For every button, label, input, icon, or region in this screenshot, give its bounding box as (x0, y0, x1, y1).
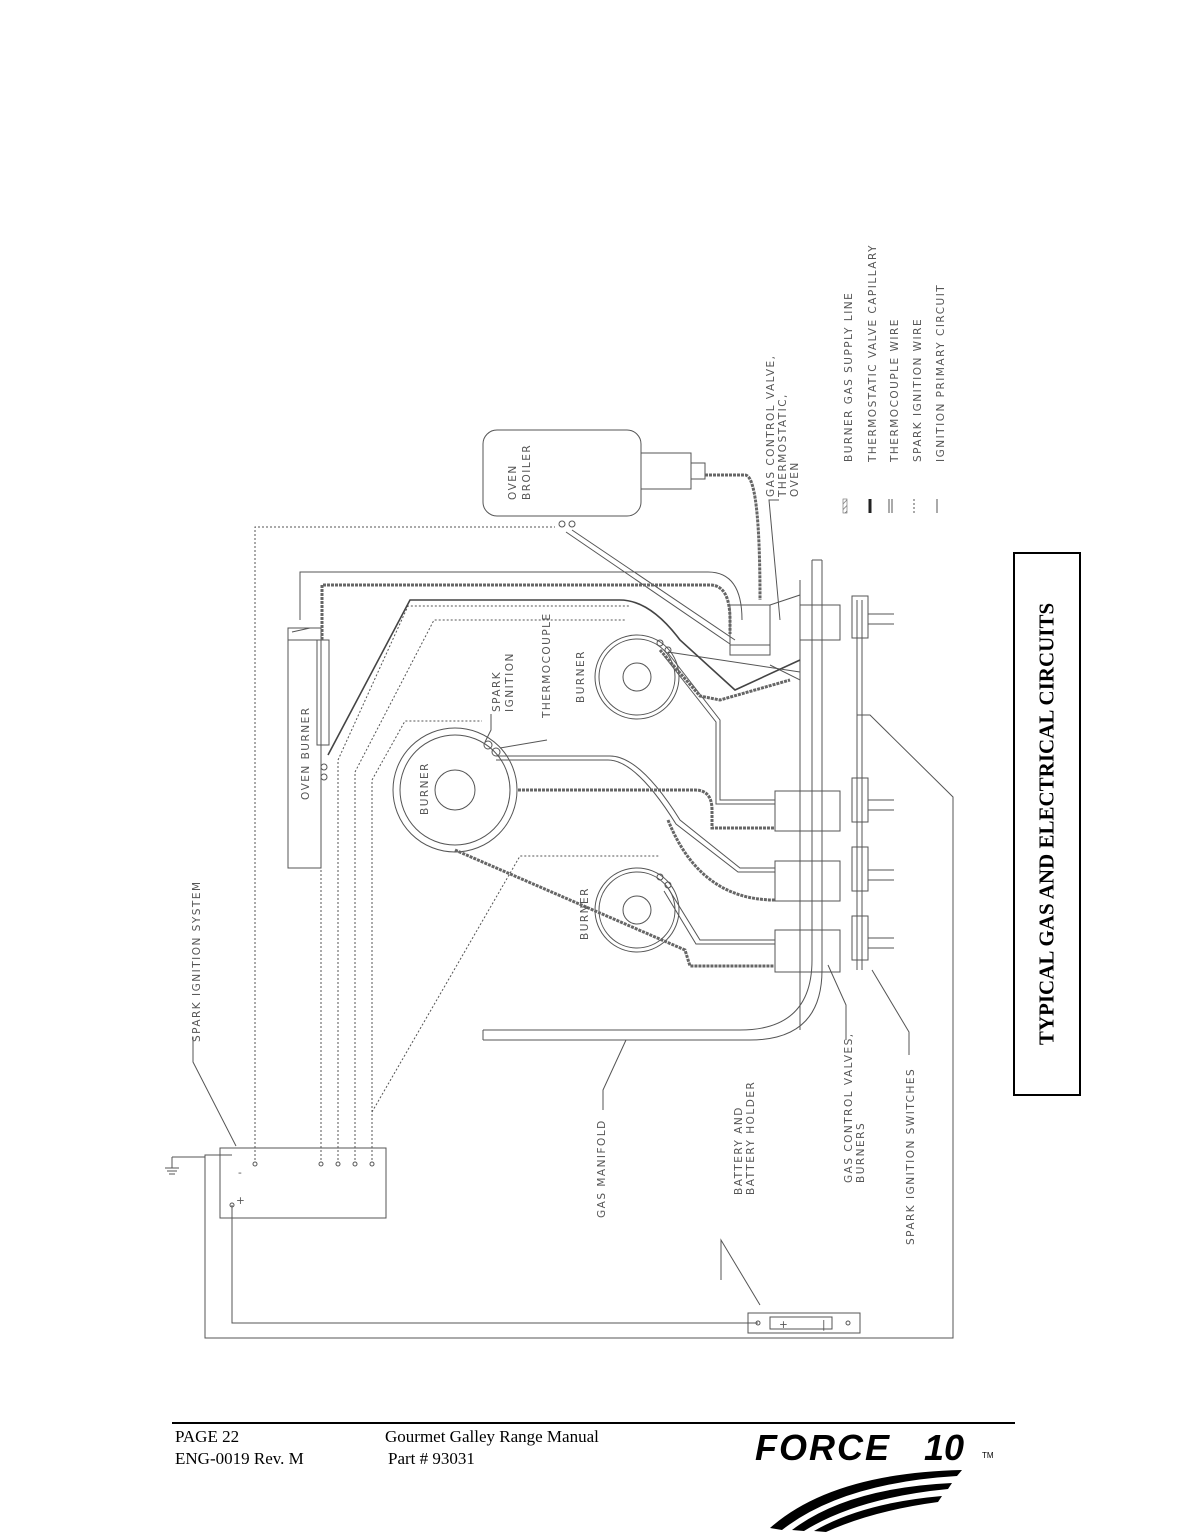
gas-manifold (483, 560, 813, 1031)
primary-circuit-outer (204, 714, 954, 1339)
force10-logo: FORCE 10 TM (755, 1428, 994, 1532)
footer-rule (172, 1422, 1015, 1424)
label-battery-2: BATTERY HOLDER (745, 1081, 757, 1195)
label-gas-control-valve-3: OVEN (789, 461, 801, 497)
label-battery-plus: + (779, 1319, 789, 1331)
label-gas-control-valve-2: THERMOSTATIC, (777, 393, 789, 498)
label-thermocouple: THERMOCOUPLE (541, 612, 553, 719)
label-burner-top: BURNER (575, 650, 587, 703)
footer-page: PAGE 22 (175, 1427, 240, 1446)
thermocouple-wires (496, 529, 801, 945)
svg-text:10: 10 (924, 1428, 964, 1468)
legend-primary-circuit: IGNITION PRIMARY CIRCUIT (935, 284, 947, 462)
spark-ignition-wires (254, 526, 660, 1160)
legend: BURNER GAS SUPPLY LINE THERMOSTATIC VALV… (843, 244, 947, 463)
label-burner-bottom: BURNER (579, 887, 591, 940)
label-spark-ignition-2: IGNITION (504, 652, 516, 712)
label-gas-valves-1: GAS CONTROL VALVES, (843, 1032, 855, 1183)
ground-icon (165, 1157, 179, 1175)
label-oven-broiler-2: BROILER (521, 444, 533, 500)
svg-text:FORCE: FORCE (755, 1428, 891, 1468)
label-burner-center: BURNER (419, 762, 431, 815)
label-battery-1: BATTERY AND (733, 1106, 745, 1195)
primary-circuit-inner (231, 1205, 758, 1324)
title-box: TYPICAL GAS AND ELECTRICAL CIRCUITS (1013, 552, 1081, 1096)
burner-center (392, 727, 518, 853)
label-oven-burner: OVEN BURNER (300, 706, 312, 800)
label-gas-valves-2: BURNERS (855, 1122, 867, 1183)
legend-capillary: THERMOSTATIC VALVE CAPILLARY (867, 244, 879, 463)
oven-burner (287, 627, 322, 869)
battery-holder (747, 1312, 861, 1334)
burner-bottom (594, 867, 680, 953)
label-minus: - (238, 1167, 243, 1179)
footer-part: Part # 93031 (388, 1449, 475, 1468)
label-gas-control-valve-1: GAS CONTROL VALVE, (765, 355, 777, 497)
label-oven-broiler-1: OVEN (507, 464, 519, 500)
label-spark-ignition-system: SPARK IGNITION SYSTEM (191, 880, 203, 1042)
diagram-labels: SPARK IGNITION SYSTEM OVEN BURNER OVEN B… (191, 355, 917, 1331)
legend-marks (842, 498, 938, 514)
label-battery-minus: | (822, 1319, 827, 1331)
footer-manual-title: Gourmet Galley Range Manual (385, 1427, 599, 1446)
burner-valves (774, 604, 841, 973)
thermostatic-valve (729, 604, 771, 646)
legend-burner-gas: BURNER GAS SUPPLY LINE (843, 292, 855, 462)
label-spark-switches: SPARK IGNITION SWITCHES (905, 1068, 917, 1245)
spark-module-leader (192, 1037, 237, 1147)
spark-ignition-module (219, 1147, 387, 1219)
spark-ignition-switches (851, 595, 894, 961)
gas-supply-lines (320, 473, 791, 968)
legend-spark-wire: SPARK IGNITION WIRE (912, 318, 924, 462)
diagram-title: TYPICAL GAS AND ELECTRICAL CIRCUITS (1034, 602, 1059, 1046)
svg-text:TM: TM (982, 1451, 994, 1460)
label-gas-manifold: GAS MANIFOLD (596, 1119, 608, 1218)
label-plus: + (236, 1195, 246, 1207)
label-spark-ignition-1: SPARK (491, 671, 503, 712)
burner-top (594, 634, 680, 720)
footer-doc-number: ENG-0019 Rev. M (175, 1449, 304, 1468)
capillary-line (327, 599, 801, 756)
legend-thermocouple: THERMOCOUPLE WIRE (889, 318, 901, 463)
